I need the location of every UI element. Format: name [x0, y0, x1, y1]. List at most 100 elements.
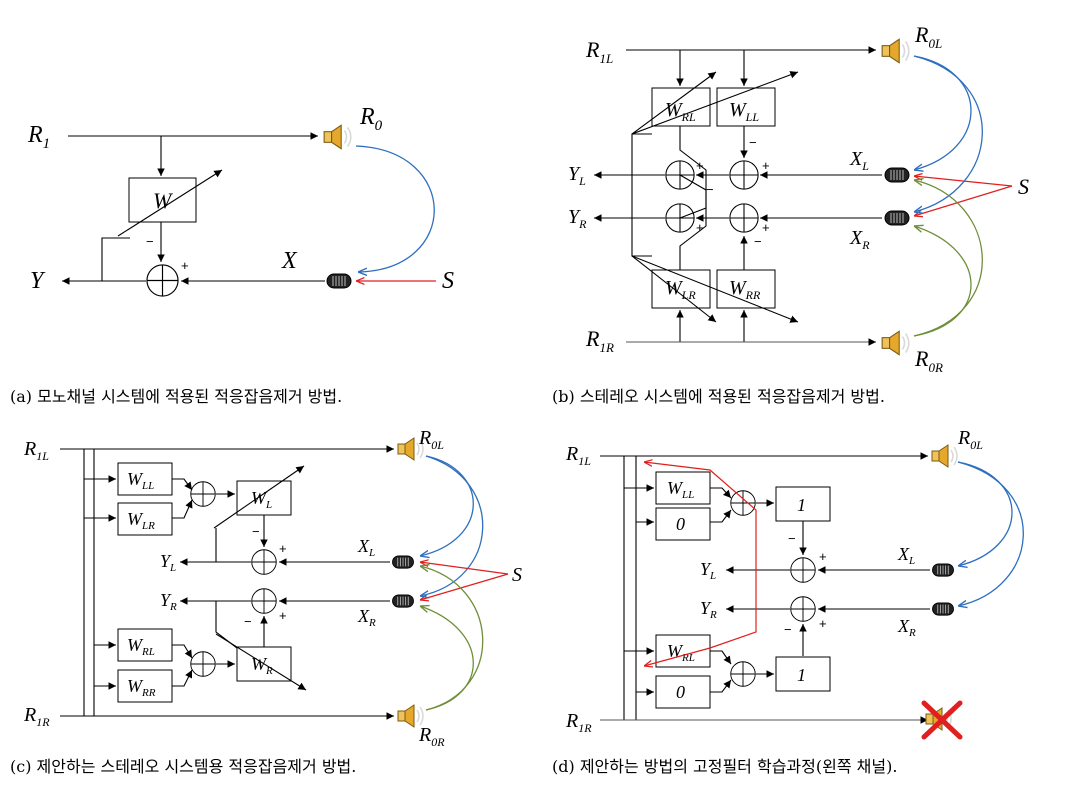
w-label: W [153, 188, 173, 213]
speaker-icon [881, 330, 910, 356]
filter-w-rl [117, 628, 173, 662]
plus-sign: + [279, 608, 287, 623]
caption-d: (d) 제안하는 방법의 고정필터 학습과정(왼쪽 채널). [552, 757, 897, 776]
filter-w-lr [651, 269, 711, 309]
speaker-icon [931, 444, 958, 468]
label-yl: YL [568, 163, 586, 188]
label-yr: YR [160, 590, 177, 613]
filter-w-rr [117, 669, 173, 703]
label-xl: XL [357, 536, 375, 559]
disabled-x-icon [921, 700, 963, 740]
summing-junction-icon [790, 557, 816, 583]
filter-w-rl [655, 634, 711, 668]
label-xl: XL [897, 544, 915, 567]
summing-junction-icon [251, 549, 277, 575]
adaptive-filter-w [128, 177, 197, 223]
label-r1: R1 [27, 122, 50, 152]
one-label: 1 [797, 495, 806, 515]
label-r0l: R0L [914, 22, 942, 51]
label-r1l: R1L [23, 438, 49, 463]
summing-junction-icon [146, 264, 179, 297]
label-x: X [281, 248, 298, 274]
microphone-icon [326, 273, 352, 289]
plus-sign: + [181, 258, 189, 273]
label-s: S [512, 564, 522, 586]
speaker-icon [881, 38, 910, 64]
summing-junction-icon [251, 588, 277, 614]
summing-junction-icon [790, 596, 816, 622]
label-xl: XL [849, 148, 869, 173]
filter-w-rl [651, 87, 711, 127]
fixed-filter-one-bottom [775, 656, 831, 692]
label-r1r: R1R [585, 326, 614, 355]
w-l-label: WL [251, 488, 272, 511]
label-xr: XR [849, 227, 870, 252]
plus-sign: + [279, 541, 287, 556]
plus-sign: + [819, 616, 827, 631]
zero-label: 0 [676, 514, 685, 534]
filter-w-ll [716, 87, 776, 127]
caption-a: (a) 모노채널 시스템에 적용된 적응잡음제거 방법. [10, 387, 342, 406]
label-r0r: R0R [914, 346, 943, 375]
w-ll-label: WLL [729, 99, 759, 124]
summing-junction-icon [190, 651, 216, 677]
plus-sign: + [762, 158, 770, 173]
microphone-icon [932, 602, 954, 616]
label-y: Y [30, 268, 46, 294]
minus-sign: − [146, 234, 154, 249]
minus-sign: − [749, 135, 757, 150]
speaker-icon [323, 124, 352, 150]
label-yl: YL [700, 559, 716, 582]
w-lr-label: WLR [127, 509, 155, 532]
summing-junction-icon [190, 481, 216, 507]
one-label: 1 [797, 665, 806, 685]
panel-a-mono: R1 R0 W − + X Y S [27, 104, 454, 297]
w-ll-label: WLL [127, 469, 154, 492]
filter-zero-top [655, 507, 711, 541]
w-ll-label: WLL [667, 478, 694, 501]
label-s: S [442, 268, 454, 294]
microphone-icon [884, 167, 910, 183]
plus-sign: + [762, 220, 770, 235]
label-yr: YR [700, 598, 717, 621]
label-r1l: R1L [585, 37, 613, 66]
label-r0: R0 [359, 104, 383, 134]
fixed-filter-one-top [775, 486, 831, 522]
microphone-icon [392, 555, 414, 569]
summing-junction-icon [730, 661, 756, 687]
caption-b: (b) 스테레오 시스템에 적용된 적응잡음제거 방법. [552, 387, 885, 406]
label-r1r: R1R [23, 704, 50, 729]
plus-sign: + [819, 549, 827, 564]
label-yl: YL [160, 551, 176, 574]
filter-w-lr [117, 502, 173, 536]
filter-zero-bottom [655, 675, 711, 709]
minus-sign: − [754, 234, 762, 249]
w-rr-label: WRR [729, 277, 761, 302]
minus-sign: − [252, 524, 260, 539]
panel-c-proposed: R1L R0L WLL WLR WL − + XL YL − [23, 427, 522, 749]
zero-label: 0 [676, 682, 685, 702]
label-yr: YR [568, 206, 587, 231]
label-xr: XR [897, 616, 916, 639]
label-r1l: R1L [565, 443, 591, 468]
label-r0l: R0L [418, 427, 444, 452]
minus-sign: − [788, 531, 796, 546]
plus-sign: + [696, 220, 704, 235]
label-r0l: R0L [957, 427, 983, 452]
label-r1r: R1R [565, 710, 592, 735]
label-r0r: R0R [418, 724, 445, 749]
filter-w-l [236, 480, 292, 516]
minus-sign: − [784, 622, 792, 637]
microphone-icon [932, 563, 954, 577]
minus-sign: − [706, 182, 714, 197]
microphone-icon [884, 210, 910, 226]
panel-d-training: R1L R0L WLL 0 1 − + XL YL − + X [565, 427, 1024, 740]
microphone-icon [392, 594, 414, 608]
label-s: S [1018, 174, 1029, 199]
w-rr-label: WRR [127, 676, 156, 699]
w-rl-label: WRL [665, 99, 696, 124]
w-rl-label: WRL [127, 635, 155, 658]
filter-w-ll [655, 471, 711, 505]
summing-junction-icon [730, 490, 756, 516]
